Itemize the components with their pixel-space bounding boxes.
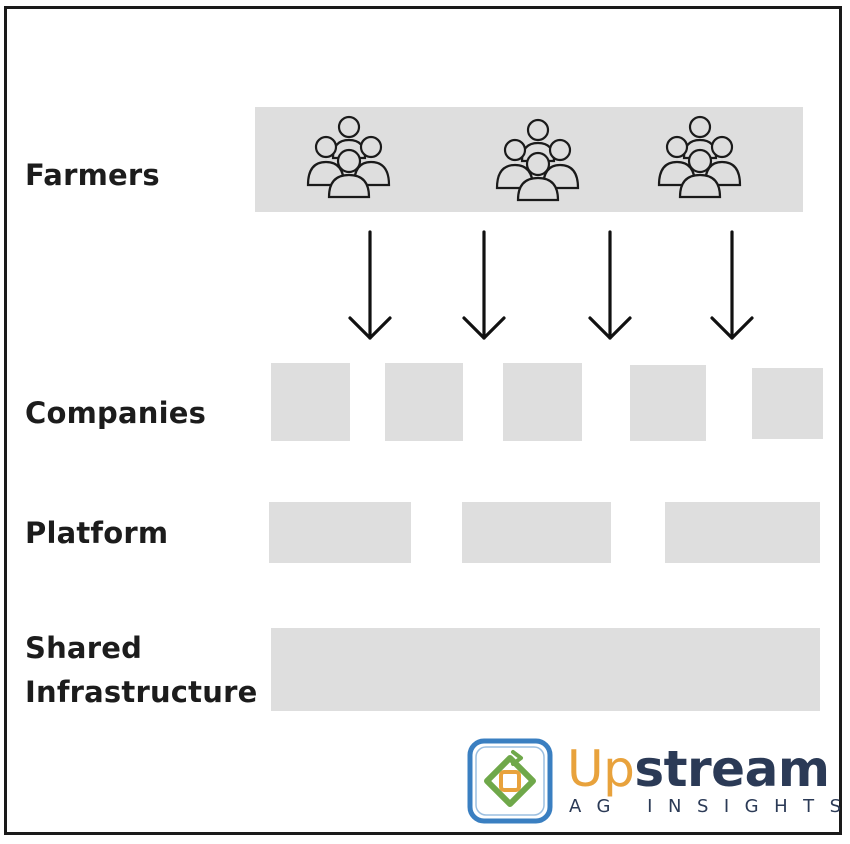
down-arrow-icon [348,230,392,340]
company-box [630,365,706,441]
platform-box [269,502,411,563]
logo-word-stream: stream [634,740,830,798]
platform-label: Platform [25,516,169,550]
company-box [385,363,463,441]
shared-label-line2: Infrastructure [25,675,258,709]
logo-wordmark: Upstream [567,737,830,801]
down-arrow-icon [710,230,754,340]
down-arrow-icon [462,230,506,340]
platform-box [665,502,820,563]
down-arrow-icon [588,230,632,340]
logo-word-up: Up [567,740,635,798]
upstream-logo-icon [467,738,553,824]
shared-label-line1: Shared [25,631,143,665]
people-group-icon [495,118,580,202]
people-group-icon [306,115,391,199]
company-box [503,363,582,441]
company-box [271,363,350,441]
people-group-icon [657,115,742,199]
shared-infrastructure-box [271,628,820,711]
company-box [752,368,823,439]
logo-tagline: AG INSIGHTS [569,796,850,817]
farmers-label: Farmers [25,158,160,192]
companies-label: Companies [25,396,207,430]
platform-box [462,502,611,563]
